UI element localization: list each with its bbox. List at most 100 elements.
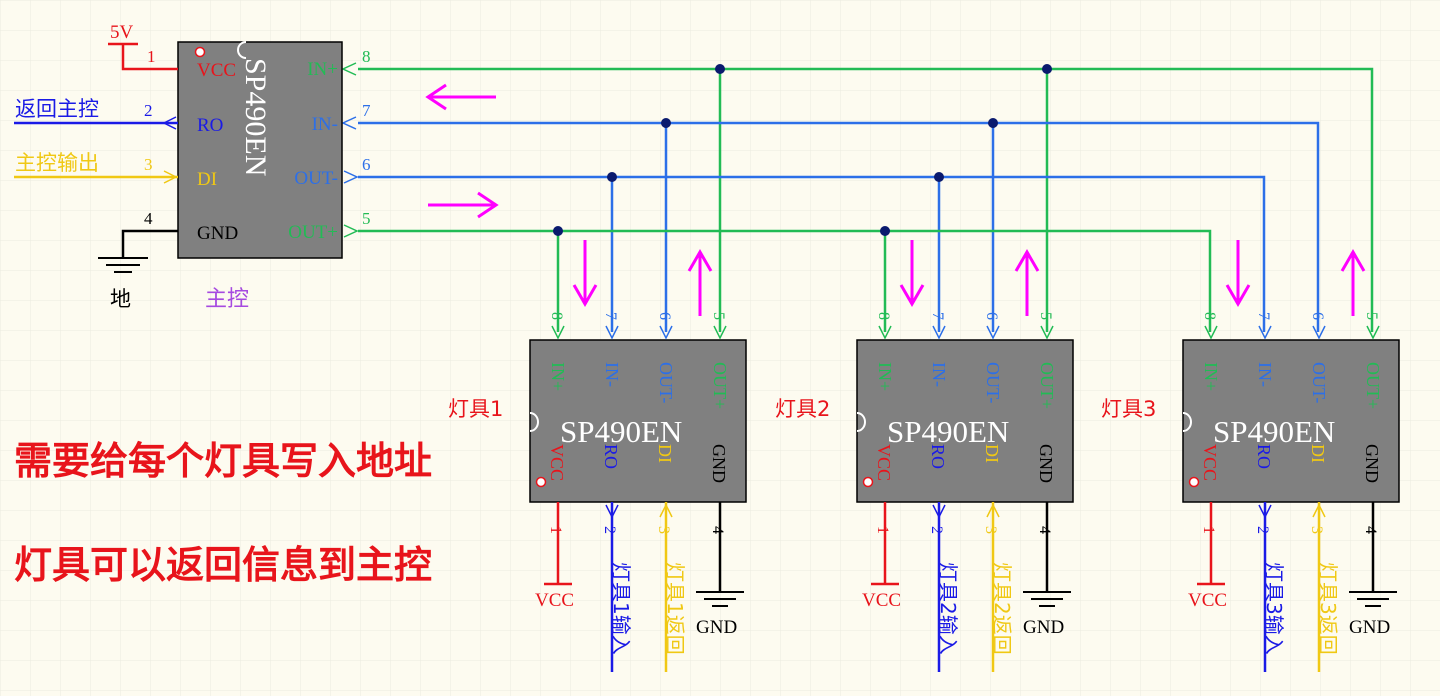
lamp-bottom-pin-num: 4 [709, 526, 726, 534]
ground-icon [696, 591, 744, 607]
lamp-top-pin-num: 7 [1255, 312, 1272, 320]
lamp-label: 灯具1 [448, 397, 503, 421]
lamp-top-pin-num: 5 [1363, 312, 1380, 320]
master-pin-num-6: 6 [362, 155, 371, 174]
pin1-marker-icon [862, 476, 874, 488]
lamp-bottom-pin-name: VCC [547, 444, 567, 481]
master-vcc-wire [121, 44, 178, 71]
junction-dots [553, 64, 1052, 236]
bus-net-in-plus [358, 67, 1374, 332]
arrow-down-icon [1225, 284, 1251, 307]
lamp-return-label: 灯具2返回 [990, 562, 1014, 655]
lamp-bottom-pin-num: 1 [1200, 526, 1217, 534]
lamp-chip-name: SP490EN [887, 414, 1009, 449]
master-chip-body [177, 41, 343, 259]
rs485-bus: 8 7 6 5 [341, 47, 1374, 332]
lamp-vcc-label: VCC [535, 590, 574, 611]
lamp-bottom-pin-num: 1 [547, 526, 564, 534]
lamp-return-label: 灯具3返回 [1316, 562, 1340, 655]
arrow-down-icon [899, 284, 925, 307]
master-pin-name-ro: RO [197, 115, 223, 136]
master-pin-num-4: 4 [144, 209, 153, 228]
lamp-top-pin-num: 8 [1201, 312, 1218, 320]
lamp-bottom-pin-name: VCC [1200, 444, 1220, 481]
lamp-chip-body [856, 339, 1074, 503]
bus-net-out-minus [358, 175, 1266, 332]
signal-direction-arrows [899, 240, 1040, 316]
lamp-top-pin-num: 6 [656, 312, 673, 320]
pin1-marker-icon [1188, 476, 1200, 488]
lamp-module: SP490EN灯具28IN+7IN-6OUT-5OUT+VCC1RO2DI3GN… [775, 240, 1074, 672]
lamp-top-pin-name: OUT+ [1037, 362, 1057, 409]
arrow-up-icon [687, 249, 713, 272]
lamp-bottom-pin-num: 4 [1036, 526, 1053, 534]
lamp-top-pin-name: IN- [929, 362, 949, 387]
arrow-up-icon [1014, 249, 1040, 272]
lamp-top-pin-name: OUT- [656, 362, 676, 403]
lamp-bottom-pin-num: 4 [1362, 526, 1379, 534]
arrow-left-icon [425, 83, 496, 111]
lamp-bottom-pin-name: RO [928, 444, 948, 469]
master-pin-name-out-plus: OUT+ [288, 222, 338, 243]
chip-notch-icon [529, 412, 539, 432]
arrow-down-icon [572, 284, 598, 307]
master-pin-name-gnd: GND [197, 223, 238, 244]
port-return-label: 返回主控 [15, 97, 99, 121]
master-pin-name-out-minus: OUT- [294, 168, 338, 189]
master-ground-icon [98, 257, 148, 273]
supply-5v-label: 5V [110, 22, 134, 43]
master-chip-name: SP490EN [239, 58, 272, 176]
master-pin-name-vcc: VCC [197, 60, 236, 81]
lamp-input-label: 灯具1输入 [609, 562, 633, 655]
lamp-bottom-pin-name: RO [1254, 444, 1274, 469]
master-pin-num-3: 3 [144, 155, 153, 174]
lamp-top-pin-num: 6 [1309, 312, 1326, 320]
lamp-bottom-pin-name: GND [1036, 444, 1056, 483]
lamp-gnd-label: GND [696, 617, 737, 638]
lamp-top-pin-name: IN+ [548, 362, 568, 391]
lamp-return-label: 灯具1返回 [663, 562, 687, 655]
lamp-top-pin-name: IN+ [875, 362, 895, 391]
lamp-vcc-label: VCC [862, 590, 901, 611]
master-pin-num-2: 2 [144, 101, 153, 120]
lamp-bottom-pin-num: 1 [874, 526, 891, 534]
lamp-gnd-label: GND [1349, 617, 1390, 638]
lamp-top-pin-name: IN- [1255, 362, 1275, 387]
port-output-label: 主控输出 [15, 151, 99, 175]
lamp-chip-name: SP490EN [560, 414, 682, 449]
lamp-top-pin-num: 5 [1037, 312, 1054, 320]
lamp-bottom-pin-name: GND [1362, 444, 1382, 483]
lamp-top-pin-num: 7 [929, 312, 946, 320]
bus-net-in-minus [358, 121, 1320, 332]
lamp-top-pin-name: IN+ [1201, 362, 1221, 391]
master-pin-num-5: 5 [362, 209, 371, 228]
pin1-marker-icon [535, 476, 547, 488]
lamp-module: SP490EN灯具18IN+7IN-6OUT-5OUT+VCC1RO2DI3GN… [448, 240, 747, 672]
lamp-bottom-pin-name: DI [1308, 444, 1328, 463]
ground-icon [1023, 591, 1071, 607]
bus-net-out-plus [358, 229, 1212, 332]
note-return-info: 灯具可以返回信息到主控 [14, 543, 432, 587]
note-write-address: 需要给每个灯具写入地址 [14, 439, 432, 483]
master-pin-num-8: 8 [362, 47, 371, 66]
pin1-marker-icon [194, 46, 206, 58]
lamp-vcc-label: VCC [1188, 590, 1227, 611]
master-pin-num-7: 7 [362, 101, 371, 120]
arrow-right-icon [428, 191, 499, 219]
lamp-label: 灯具2 [775, 397, 830, 421]
lamp-bottom-pin-name: RO [601, 444, 621, 469]
lamp-chip-body [1182, 339, 1400, 503]
master-pin-name-in-plus: IN+ [307, 59, 338, 80]
lamp-top-pin-num: 7 [602, 312, 619, 320]
master-chip: SP490EN VCC RO DI GND IN+ IN- OUT- OUT+ [14, 22, 343, 312]
lamp-top-pin-name: OUT- [1309, 362, 1329, 403]
bus-direction-arrows [425, 83, 499, 219]
arrow-up-icon [1340, 249, 1366, 272]
lamp-bottom-pin-num: 2 [928, 526, 945, 534]
lamp-top-pin-name: OUT- [983, 362, 1003, 403]
lamp-bottom-pin-num: 3 [982, 526, 999, 534]
lamp-bottom-pin-num: 3 [655, 526, 672, 534]
lamp-top-pin-name: OUT+ [710, 362, 730, 409]
master-caption: 主控 [205, 287, 249, 312]
